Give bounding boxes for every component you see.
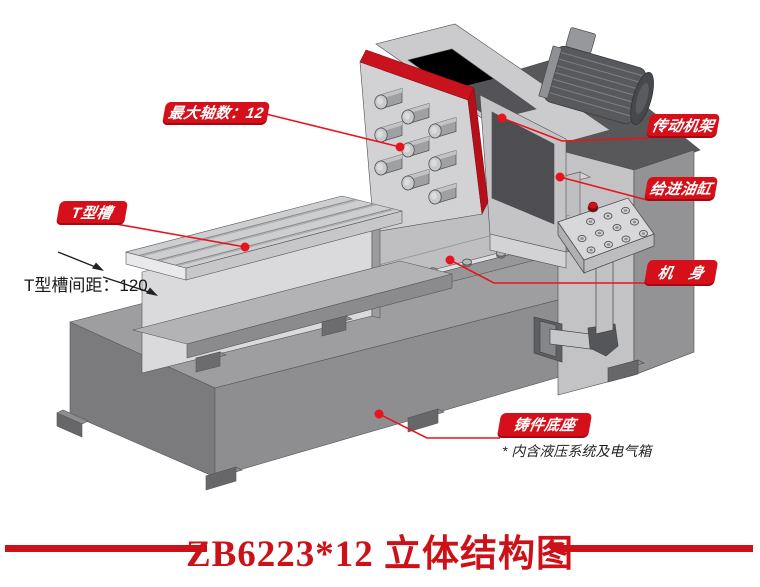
leader-max-axes — [265, 113, 401, 148]
arrowhead — [92, 262, 104, 271]
callout-dot — [240, 242, 250, 252]
leader-machine-body — [449, 259, 647, 284]
callout-dot — [395, 142, 405, 152]
table-foot — [321, 315, 347, 337]
callout-t-slot: T型槽 — [55, 201, 129, 225]
callout-cast-base: 铸件底座 — [496, 413, 593, 438]
t-slot-table — [124, 195, 453, 374]
cast-base-note: * 内含液压系统及电气箱 — [502, 443, 652, 459]
callout-label: 最大轴数：12 — [166, 105, 266, 122]
t-slot-spacing-dimension: T型槽间距：120 — [24, 276, 148, 295]
t-slot-grooves — [139, 198, 394, 267]
dimension-arrows — [57, 251, 158, 296]
leader-t-slot — [115, 223, 246, 248]
callout-feed-cylinder: 给进油缸 — [643, 177, 719, 201]
callout-dot — [374, 409, 384, 419]
callout-label: 铸件底座 — [511, 417, 577, 434]
control-pendant — [533, 197, 655, 363]
pendant-panel — [557, 197, 655, 261]
arrowhead — [146, 287, 158, 296]
callout-label: T型槽 — [70, 204, 114, 222]
motor-fins — [548, 51, 643, 117]
red-edge-side — [467, 86, 489, 216]
callout-machine-body: 机 身 — [643, 260, 719, 286]
callout-lines — [115, 113, 650, 439]
callout-dot — [445, 255, 455, 265]
callout-label: 给进油缸 — [648, 180, 714, 198]
callout-dots — [240, 113, 565, 419]
column-foot — [607, 359, 639, 383]
leader-cast-base — [378, 413, 500, 439]
callout-label: 机 身 — [656, 264, 706, 282]
callout-max-axes: 最大轴数：12 — [161, 102, 271, 125]
callout-transmission-frame: 传动机架 — [645, 114, 721, 138]
table-foot — [195, 351, 221, 373]
callout-label: 传动机架 — [650, 117, 716, 135]
page-title: ZB6223*12 立体结构图 — [185, 534, 575, 575]
title-rule-right — [551, 545, 753, 552]
callout-dot — [497, 113, 507, 123]
gear-window — [491, 111, 555, 225]
base-foot — [56, 408, 445, 491]
leader-feed-cylinder — [559, 176, 648, 201]
title-rule-left — [5, 545, 207, 552]
motor — [538, 27, 654, 125]
pendant-buttons — [577, 206, 648, 254]
callout-dot — [555, 172, 565, 182]
leader-transmission-frame — [501, 117, 650, 142]
emergency-stop-button — [587, 201, 599, 213]
